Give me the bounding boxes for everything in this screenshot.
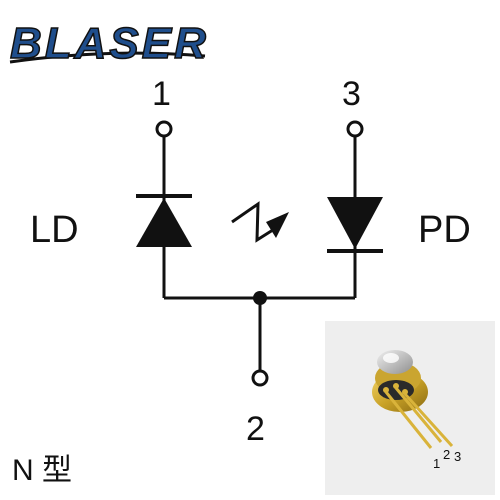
photo-pin-3-label: 3 [454,449,461,464]
photo-pin-2-label: 2 [443,447,450,462]
pin-3-label: 3 [342,75,361,113]
pin-1-label: 1 [152,75,171,113]
photodiode-symbol [327,197,383,253]
laser-diode-can [372,350,454,449]
logo-swoosh [9,51,206,64]
pin-2-terminal [251,369,269,387]
logo-text: BLASER [10,19,209,68]
pd-label: PD [418,209,471,251]
product-photo: 1 2 3 [325,321,495,495]
pin-2-label: 2 [246,410,265,448]
pin-1-terminal [155,120,173,138]
ld-label: LD [30,209,79,251]
blaser-logo: BLASER [9,18,209,69]
pin-3-terminal [346,120,364,138]
laser-diode-symbol [136,194,192,247]
light-emission-arrow-icon [231,201,289,243]
package-type-label: N 型 [12,454,72,487]
junction-dot [253,291,267,305]
photo-pin-1-label: 1 [433,456,440,471]
